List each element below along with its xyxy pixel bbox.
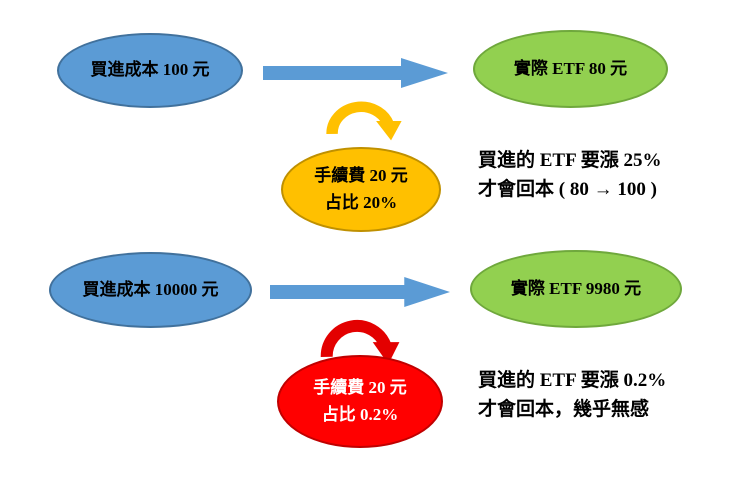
curved-arrow-1 <box>318 84 406 142</box>
cost-ellipse-1: 買進成本 100 元 <box>57 33 243 108</box>
fee-line2-2: 占比 0.2% <box>321 404 399 424</box>
right-arrow-1 <box>263 57 448 89</box>
result-label-2: 實際 ETF 9980 元 <box>510 278 642 298</box>
cost-ellipse-2: 買進成本 10000 元 <box>49 252 252 328</box>
result-ellipse-2: 實際 ETF 9980 元 <box>470 250 682 328</box>
curved-down-arrow-icon <box>326 101 402 141</box>
right-arrow-icon <box>270 277 450 307</box>
fee-ellipse-1: 手續費 20 元 占比 20% <box>281 147 441 232</box>
right-arrow-icon <box>263 58 448 88</box>
note-2-line2: 才會回本，幾乎無感 <box>478 399 650 420</box>
cost-label-2: 買進成本 10000 元 <box>82 279 219 299</box>
note-1-line2: 才會回本 ( 80 → 100 ) <box>478 179 657 200</box>
result-label-1: 實際 ETF 80 元 <box>513 58 628 78</box>
note-1-line1: 買進的 ETF 要漲 25% <box>478 150 662 171</box>
fee-ellipse-2: 手續費 20 元 占比 0.2% <box>277 355 443 448</box>
result-ellipse-1: 實際 ETF 80 元 <box>473 30 668 108</box>
fee-line1-2: 手續費 20 元 <box>313 378 407 398</box>
note-2-line1: 買進的 ETF 要漲 0.2% <box>478 370 667 391</box>
right-arrow-2 <box>270 276 450 308</box>
note-2: 買進的 ETF 要漲 0.2% 才會回本，幾乎無感 <box>478 366 733 424</box>
fee-line2-1: 占比 20% <box>324 192 398 212</box>
note-1: 買進的 ETF 要漲 25% 才會回本 ( 80 → 100 ) <box>478 146 733 204</box>
fee-line1-1: 手續費 20 元 <box>314 166 408 186</box>
curved-arrow-2 <box>312 300 404 366</box>
cost-label-1: 買進成本 100 元 <box>90 60 210 80</box>
curved-down-arrow-icon <box>320 320 400 365</box>
